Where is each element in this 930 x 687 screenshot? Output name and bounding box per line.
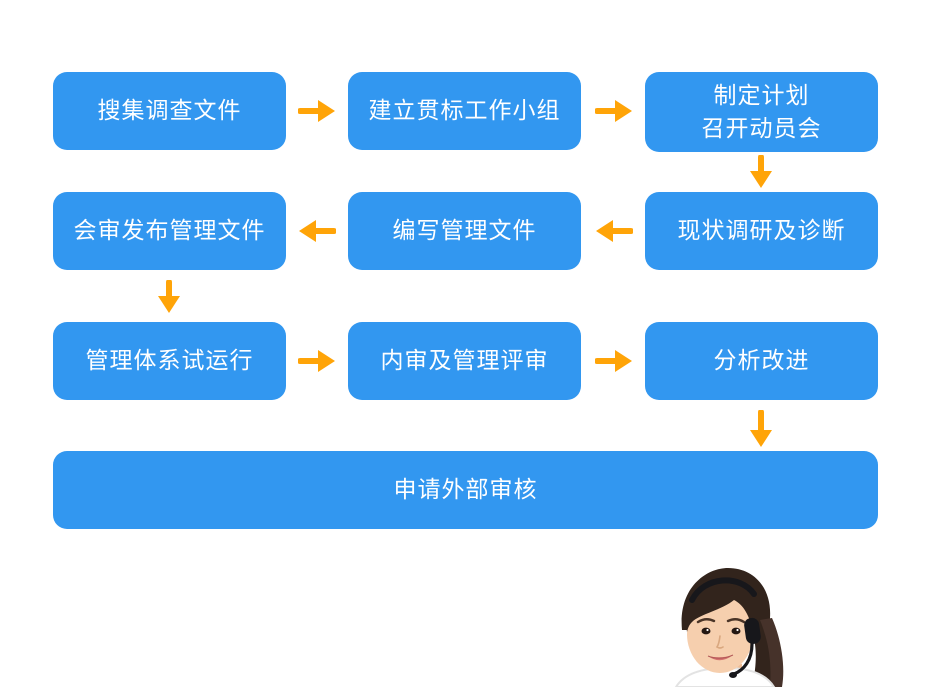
arrow-down-icon [750,155,772,188]
arrow-down-icon [750,410,772,447]
arrow-right-icon [298,350,335,372]
flow-node-label-line2: 召开动员会 [701,115,822,141]
flow-node-collect-survey-documents: 搜集调查文件 [53,72,286,150]
flow-node-label: 编写管理文件 [392,217,537,244]
arrow-down-icon [158,280,180,313]
flow-node-label: 内审及管理评审 [380,347,549,374]
flow-node-label: 申请外部审核 [393,476,538,503]
flow-node-label: 建立贯标工作小组 [368,97,561,124]
flow-node-review-publish-documents: 会审发布管理文件 [53,192,286,270]
flow-node-apply-external-audit: 申请外部审核 [53,451,878,529]
arrow-right-icon [595,100,632,122]
customer-service-photo [674,568,784,687]
flow-node-label: 搜集调查文件 [97,97,242,124]
flow-node-make-plan-hold-mobilization: 制定计划 召开动员会 [645,72,878,152]
arrow-right-icon [298,100,335,122]
flow-node-label: 会审发布管理文件 [73,217,266,244]
flow-node-label: 现状调研及诊断 [677,217,846,244]
flow-node-internal-audit-review: 内审及管理评审 [348,322,581,400]
flow-node-label: 分析改进 [713,347,810,374]
flow-node-label-line1: 制定计划 [713,81,810,108]
flow-node-write-management-documents: 编写管理文件 [348,192,581,270]
flow-node-system-trial-run: 管理体系试运行 [53,322,286,400]
flow-node-label: 管理体系试运行 [85,347,254,374]
arrow-left-icon [596,220,633,242]
arrow-right-icon [595,350,632,372]
flow-node-current-status-research: 现状调研及诊断 [645,192,878,270]
flow-node-establish-implementation-team: 建立贯标工作小组 [348,72,581,150]
flow-node-analyze-improve: 分析改进 [645,322,878,400]
arrow-left-icon [299,220,336,242]
